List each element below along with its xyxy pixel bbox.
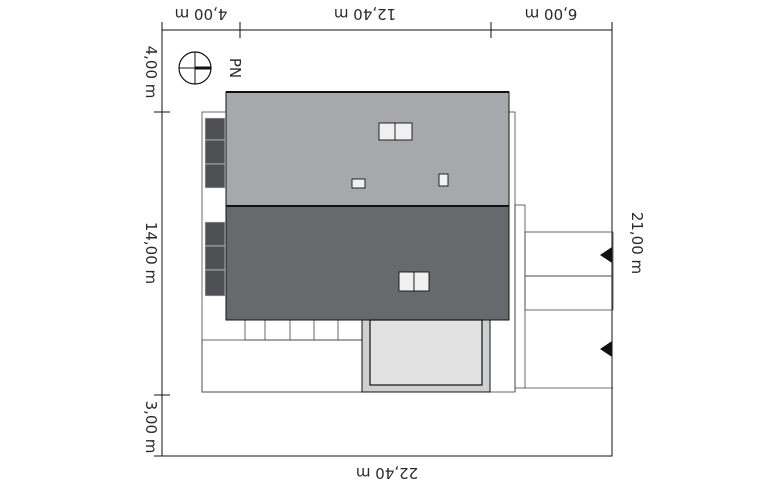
dim-bottom-total: 22,40 m: [356, 464, 418, 482]
upper-roof: [225, 91, 510, 207]
skylight-lower: [398, 271, 430, 292]
chimney-left: [351, 178, 366, 189]
top-dimension-line: [161, 22, 613, 38]
dim-top-left: 4,00 m: [175, 5, 228, 23]
dim-right-total: 21,00 m: [628, 212, 646, 274]
lower-roof: [225, 205, 510, 321]
compass-circle-icon: [178, 51, 212, 85]
terrace: [361, 319, 491, 393]
dim-left-middle: 14,00 m: [142, 222, 160, 284]
dim-left-top: 4,00 m: [142, 46, 160, 99]
dim-top-middle: 12,40 m: [334, 5, 396, 23]
skylight-upper: [378, 122, 413, 141]
chimney-right: [438, 173, 449, 187]
side-panels: [204, 117, 226, 297]
triangle-left-icon: [600, 247, 612, 263]
left-dimension-line: [154, 30, 170, 457]
triangle-left-icon: [600, 341, 612, 357]
pergola-slats: [244, 317, 364, 341]
dim-top-right: 6,00 m: [525, 5, 578, 23]
dim-left-bottom: 3,00 m: [142, 401, 160, 454]
north-label: PN: [226, 58, 244, 78]
